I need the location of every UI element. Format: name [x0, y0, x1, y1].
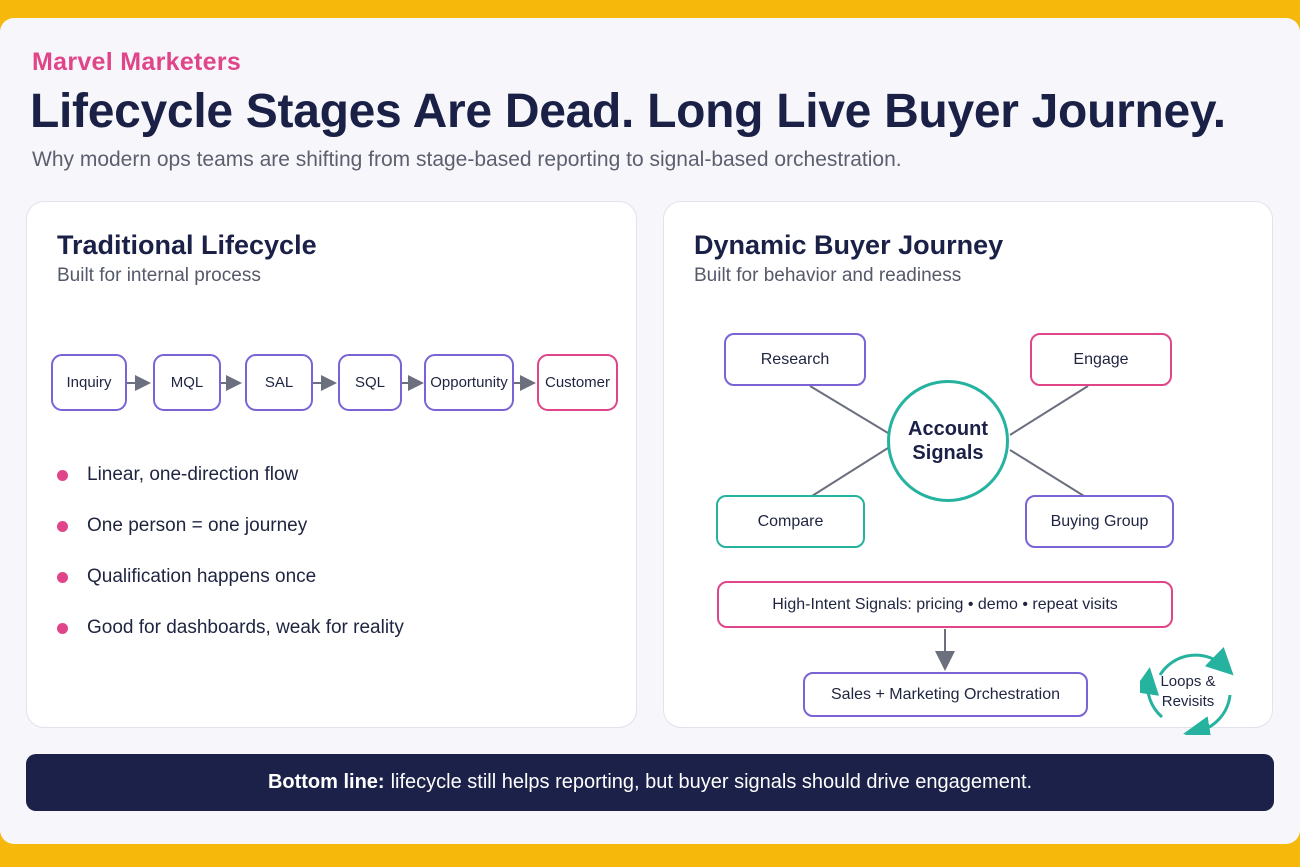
page-title: Lifecycle Stages Are Dead. Long Live Buy… — [30, 85, 1226, 138]
card-title: Traditional Lifecycle — [57, 230, 317, 260]
bullet-dot-icon — [57, 571, 68, 583]
stage-sal: SAL — [245, 354, 313, 411]
bullet-text: Qualification happens once — [87, 566, 317, 587]
orchestration-box: Sales + Marketing Orchestration — [803, 672, 1088, 717]
bullet-dot-icon — [57, 520, 68, 532]
bullet-text: Good for dashboards, weak for reality — [87, 617, 404, 638]
bullet-dot-icon — [57, 622, 68, 634]
stage-customer: Customer — [537, 354, 618, 411]
page-subtitle: Why modern ops teams are shifting from s… — [32, 148, 902, 171]
loops-label: Loops &Revisits — [1160, 673, 1216, 710]
node-compare: Compare — [716, 495, 865, 548]
stage-opportunity: Opportunity — [424, 354, 514, 411]
node-research: Research — [724, 333, 866, 386]
loops-revisits: Loops &Revisits — [1132, 645, 1236, 743]
node-engage: Engage — [1030, 333, 1172, 386]
dynamic-buyer-journey-card: Dynamic Buyer Journey Built for behavior… — [663, 201, 1273, 743]
card-title: Dynamic Buyer Journey — [694, 230, 1004, 260]
connector-buying-group — [1009, 449, 1085, 497]
bullet-dot-icon — [57, 469, 68, 481]
bottom-line-text: lifecycle still helps reporting, but buy… — [390, 771, 1033, 793]
stage-sql: SQL — [338, 354, 402, 411]
bullet-text: Linear, one-direction flow — [87, 464, 299, 485]
card-subtitle: Built for behavior and readiness — [694, 265, 962, 286]
traditional-lifecycle-card: Traditional Lifecycle Built for internal… — [26, 201, 637, 728]
connector-engage — [1009, 385, 1089, 436]
high-intent-signals: High-Intent Signals: pricing • demo • re… — [717, 581, 1173, 628]
brand-name: Marvel Marketers — [32, 48, 242, 76]
infographic-canvas: Marvel Marketers Lifecycle Stages Are De… — [0, 18, 1300, 844]
connector-compare — [811, 447, 889, 497]
bullet-item: Linear, one-direction flow — [57, 464, 298, 486]
stage-mql: MQL — [153, 354, 221, 411]
bullet-item: One person = one journey — [57, 515, 307, 537]
bullet-text: One person = one journey — [87, 515, 308, 536]
stage-arrows — [126, 375, 536, 391]
stage-inquiry: Inquiry — [51, 354, 127, 411]
journey-connectors — [809, 385, 1089, 671]
bullet-item: Qualification happens once — [57, 566, 316, 588]
card-subtitle: Built for internal process — [57, 265, 261, 286]
node-buying-group: Buying Group — [1025, 495, 1174, 548]
bottom-line-label: Bottom line: — [267, 771, 385, 793]
cycle-arrows-icon — [1132, 646, 1234, 743]
bullet-item: Good for dashboards, weak for reality — [57, 617, 404, 639]
bottom-line-banner: Bottom line: lifecycle still helps repor… — [26, 754, 1274, 811]
connector-research — [809, 385, 889, 434]
